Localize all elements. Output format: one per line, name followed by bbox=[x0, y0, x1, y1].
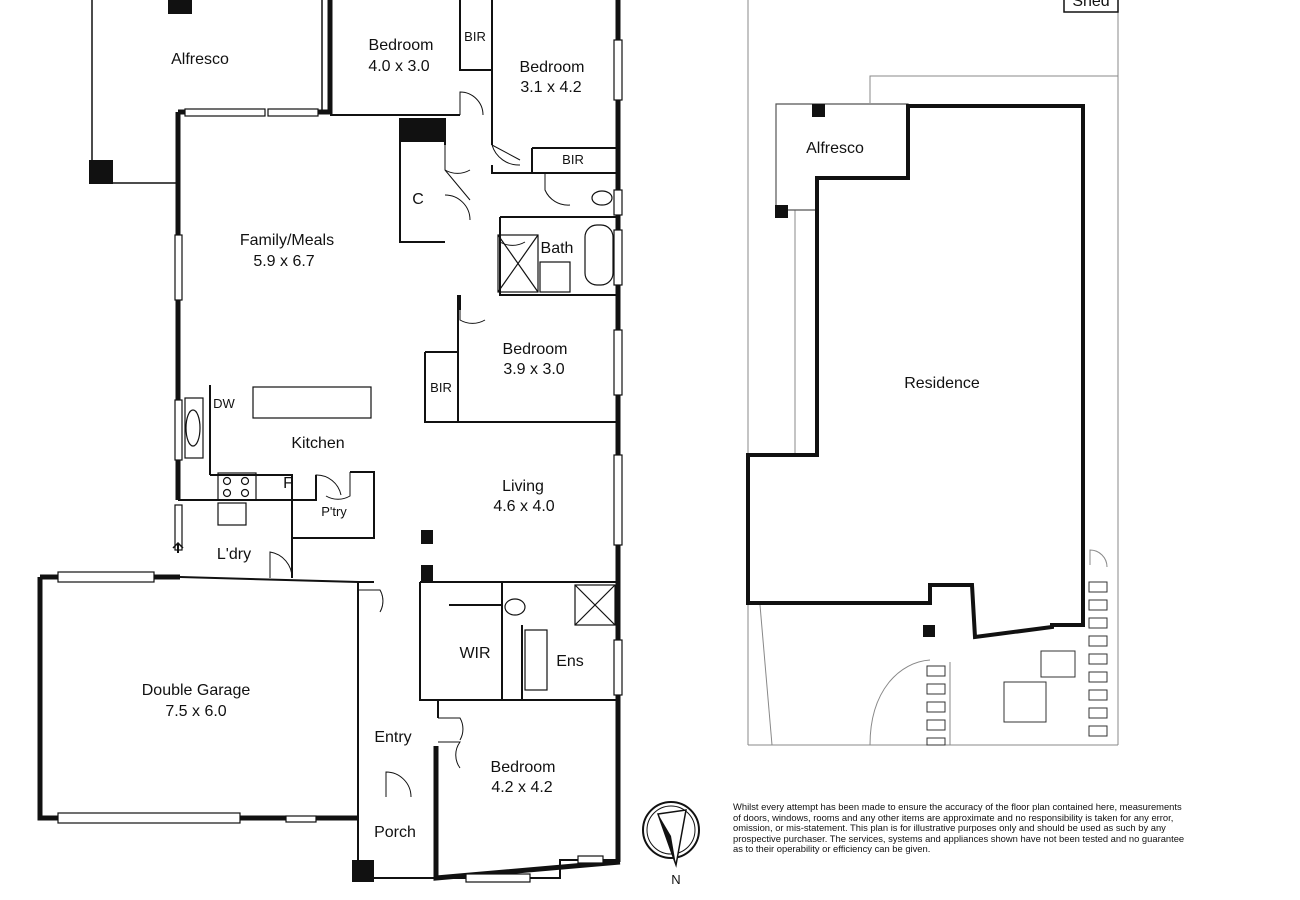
site-label-residence: Residence bbox=[904, 375, 980, 392]
label-kitchen: Kitchen bbox=[291, 435, 344, 452]
site-label-alfresco: Alfresco bbox=[806, 140, 864, 157]
site-alfresco-outline bbox=[775, 103, 909, 211]
disclaimer-line: Whilst every attempt has been made to en… bbox=[733, 801, 1182, 812]
doors bbox=[172, 91, 580, 798]
room-dims-bedroom-4: 4.2 x 4.2 bbox=[491, 779, 552, 796]
label-bir-3: BIR bbox=[430, 380, 452, 395]
shed-outline bbox=[1063, 0, 1119, 13]
room-dims-double-garage: 7.5 x 6.0 bbox=[165, 703, 226, 720]
site-plan: Shed Alfresco Residence bbox=[746, 0, 1119, 746]
site-residence-outline bbox=[746, 104, 1085, 640]
room-name-bedroom-4: Bedroom bbox=[491, 759, 556, 776]
room-dims-living: 4.6 x 4.0 bbox=[493, 498, 554, 515]
label-pantry: P'try bbox=[321, 504, 347, 519]
label-fridge: F bbox=[283, 475, 293, 492]
floor-plan bbox=[37, 0, 623, 883]
alfresco-structure bbox=[89, 0, 323, 184]
label-porch: Porch bbox=[374, 824, 416, 841]
label-bath: Bath bbox=[541, 240, 574, 257]
label-dishwasher: DW bbox=[213, 396, 235, 411]
room-name-living: Living bbox=[502, 478, 544, 495]
room-dims-bedroom-3: 3.9 x 3.0 bbox=[503, 361, 564, 378]
label-bir-2: BIR bbox=[562, 152, 584, 167]
site-paving bbox=[926, 581, 1108, 746]
fixtures bbox=[184, 190, 616, 691]
interior-walls bbox=[209, 0, 618, 718]
label-ensuite: Ens bbox=[556, 653, 584, 670]
disclaimer-line: omission, or mis-statement. This plan is… bbox=[733, 822, 1166, 834]
site-columns bbox=[775, 104, 935, 637]
room-dims-bedroom-1: 4.0 x 3.0 bbox=[368, 58, 429, 75]
site-label-shed: Shed bbox=[1072, 0, 1109, 10]
room-name-double-garage: Double Garage bbox=[142, 682, 251, 699]
room-name-bedroom-2: Bedroom bbox=[520, 59, 585, 76]
label-wir: WIR bbox=[459, 645, 490, 662]
disclaimer-line: prospective purchaser. The services, sys… bbox=[733, 832, 1185, 844]
label-closet: C bbox=[412, 191, 424, 208]
room-dims-bedroom-2: 3.1 x 4.2 bbox=[520, 79, 581, 96]
room-dims-family-meals: 5.9 x 6.7 bbox=[253, 253, 314, 270]
label-bir-1: BIR bbox=[464, 29, 486, 44]
compass-north-label: N bbox=[671, 872, 680, 887]
disclaimer-line: as to their operability or efficiency ca… bbox=[733, 843, 931, 855]
room-name-bedroom-1: Bedroom bbox=[369, 37, 434, 54]
label-laundry: L'dry bbox=[217, 546, 251, 563]
label-entry: Entry bbox=[374, 729, 411, 746]
room-name-family-meals: Family/Meals bbox=[240, 232, 334, 249]
north-compass-icon: N bbox=[642, 801, 700, 887]
disclaimer-line: of doors, windows, rooms and any other i… bbox=[733, 811, 1174, 823]
room-labels: Alfresco Bedroom 4.0 x 3.0 Bedroom 3.1 x… bbox=[142, 29, 585, 841]
room-name-alfresco: Alfresco bbox=[171, 51, 229, 68]
windows bbox=[57, 39, 623, 883]
room-name-bedroom-3: Bedroom bbox=[503, 341, 568, 358]
columns bbox=[352, 118, 445, 882]
disclaimer-text: Whilst every attempt has been made to en… bbox=[733, 801, 1223, 855]
